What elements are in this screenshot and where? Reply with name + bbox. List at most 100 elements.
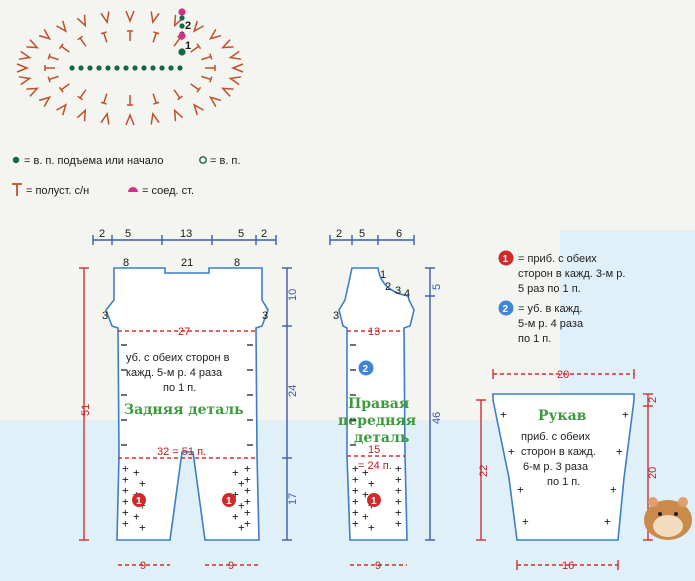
stitch-stroke: [152, 93, 157, 104]
increase-mark: +: [232, 466, 239, 479]
stitch-stroke: [152, 32, 157, 43]
stitch-stroke: [100, 101, 107, 105]
increase-mark: +: [500, 408, 507, 421]
half-dc-stitch-icon: [18, 50, 32, 60]
stitch-stroke: [220, 87, 234, 97]
half-dc-stitch-icon: [205, 65, 216, 71]
increase-mark: +: [610, 483, 617, 496]
dimension-label: 5: [359, 228, 365, 240]
increase-mark: +: [395, 495, 402, 508]
increase-mark: +: [362, 488, 369, 501]
half-dc-stitch-icon: [44, 65, 55, 71]
increase-mark: +: [238, 477, 245, 490]
increase-note: приб. с обеих: [521, 431, 591, 443]
increase-mark: +: [244, 506, 251, 519]
increase-note: 6-м р. 3 раза: [523, 461, 589, 473]
sleeve-silhouette: [492, 393, 635, 541]
height-label: 51: [80, 404, 92, 416]
hamster-illustration: [644, 497, 692, 540]
front-piece: 2 5 6 1 2 3 4 3 13 2 Правая передняя дет…: [329, 228, 443, 572]
slip-stitch-icon: [128, 187, 138, 192]
stitch-stroke: [58, 43, 64, 50]
stitch-stroke: [58, 86, 64, 93]
half-dc-stitch-icon: [173, 14, 184, 28]
stitch-stroke: [209, 53, 213, 60]
marker-number: 1: [503, 254, 509, 265]
half-dc-stitch-icon: [100, 93, 108, 105]
neck-number: 1: [380, 269, 386, 281]
stitch-count: 8: [123, 257, 129, 269]
chain-stitch-icon: [179, 15, 185, 21]
increase-mark: +: [122, 473, 129, 486]
dimension-label: 5: [238, 228, 244, 240]
chain-stitch-icon: [78, 65, 84, 71]
increase-marker-icon: [222, 493, 236, 507]
stitch-stroke: [100, 31, 107, 35]
increase-mark: +: [139, 477, 146, 490]
increase-mark: +: [122, 495, 129, 508]
half-dc-stitch-icon: [77, 35, 87, 47]
half-dc-stitch-icon: [76, 14, 87, 28]
neck-number: 4: [404, 288, 410, 300]
stitch-stroke: [77, 35, 83, 41]
chain-stitch-icon: [132, 65, 138, 71]
stitch-stroke: [228, 76, 242, 86]
increase-mark: +: [352, 495, 359, 508]
piece-title: передняя: [338, 413, 416, 429]
width-label: 13: [368, 326, 380, 338]
stitch-stroke: [190, 45, 200, 53]
stitch-stroke: [209, 76, 213, 83]
half-dc-stitch-icon: [100, 111, 110, 125]
stitch-stroke: [18, 50, 32, 60]
instruction-text: по 1 п.: [518, 333, 551, 345]
legend-label: = полуст. с/н: [26, 185, 89, 197]
half-dc-stitch-icon: [56, 20, 68, 33]
increase-mark: +: [122, 506, 129, 519]
stitch-stroke: [153, 101, 160, 105]
stitch-stroke: [79, 37, 87, 47]
neck-number: 3: [395, 285, 401, 297]
increase-mark: +: [352, 506, 359, 519]
half-dc-stitch-icon: [201, 75, 213, 83]
dimension-label: 16: [562, 560, 574, 572]
stitch-stroke: [103, 93, 108, 104]
stitch-stroke: [60, 83, 70, 91]
half-dc-stitch-icon: [208, 28, 222, 40]
stitch-stroke: [26, 39, 40, 49]
increase-mark: +: [368, 477, 375, 490]
increase-mark: +: [122, 484, 129, 497]
row-number: 2: [185, 20, 191, 32]
half-dc-stitch-icon: [77, 89, 87, 101]
instruction-text: = уб. в кажд.: [518, 303, 582, 315]
legend-label: = в. п.: [210, 155, 240, 167]
half-dc-stitch-icon: [47, 75, 59, 83]
increase-marker-icon: [498, 250, 514, 266]
half-dc-stitch-icon: [228, 76, 242, 86]
half-dc-stitch-icon: [192, 103, 204, 116]
half-dc-stitch-icon: [152, 31, 160, 43]
dimension-label: 9: [140, 560, 146, 572]
dimension-label: 2: [99, 228, 105, 240]
stitch-stroke: [79, 89, 87, 99]
half-dc-stitch-icon: [228, 50, 242, 60]
stitch-stroke: [173, 108, 184, 122]
stitch-stroke: [190, 83, 200, 91]
instruction-text: 5 раз по 1 п.: [518, 283, 581, 295]
marker-number: 1: [136, 496, 142, 507]
half-dc-stitch-icon: [100, 11, 110, 25]
chain-stitch-icon: [177, 65, 183, 71]
chain-stitch-icon: [87, 65, 93, 71]
piece-title: деталь: [354, 430, 409, 446]
piece-title: Правая: [348, 396, 409, 412]
decrease-note: кажд. 5-м р. 4 раза: [126, 367, 223, 379]
half-dc-stitch-icon: [201, 53, 213, 61]
stitch-stroke: [47, 53, 51, 60]
increase-mark: +: [395, 484, 402, 497]
chain-stitch-icon: [159, 65, 165, 71]
stitch-count: 21: [181, 257, 193, 269]
dimension-label: 2: [336, 228, 342, 240]
half-dc-stitch-icon: [38, 28, 52, 40]
width-label: 27: [178, 326, 190, 338]
stitch-stroke: [56, 103, 68, 116]
